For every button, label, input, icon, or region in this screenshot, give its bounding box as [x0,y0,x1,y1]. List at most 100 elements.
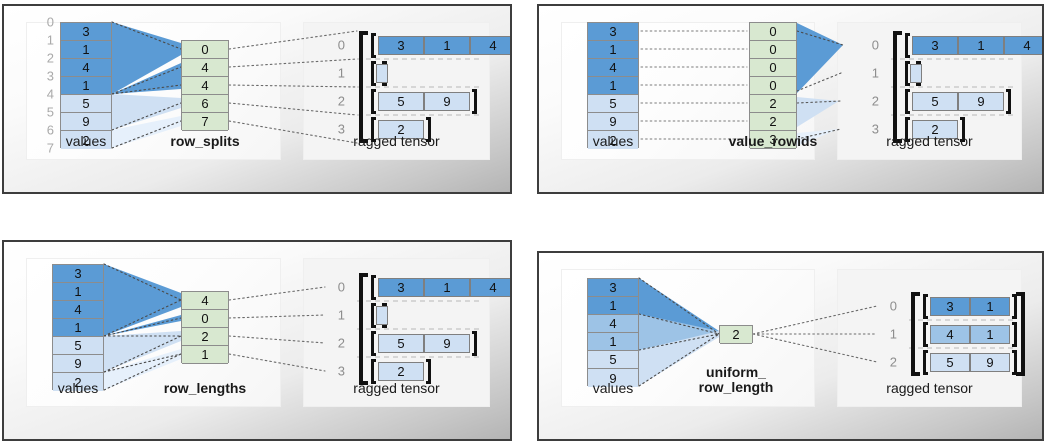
bracket-stub [960,138,965,142]
ragged-cell: 4 [470,277,510,297]
ragged-cell-empty [376,63,388,83]
value-cell: 1 [61,77,111,95]
boundary-index: 2 [46,50,54,66]
value-cell: 9 [588,113,638,131]
ragged-cell: 1 [970,296,1010,316]
ragged-tensor-label: ragged tensor [886,380,973,396]
bracket-stub [426,358,431,362]
value-cell: 5 [61,95,111,113]
bracket-stub [371,116,376,120]
bracket-stub [382,60,387,64]
ragged-row-index: 1 [871,65,879,81]
value-cell: 5 [588,351,638,369]
ragged-row: 2 [912,119,958,139]
bracket-stub [905,88,910,92]
boundary-index: 0 [46,14,54,30]
inner-bracket [923,349,1017,375]
value-cell: 4 [588,315,638,333]
bracket-stub [426,138,431,142]
ragged-row-index: 2 [337,335,345,351]
bracket-stub [1012,293,1017,297]
bracket-stub [905,60,910,64]
bracket-stub [371,296,376,300]
bracket-stub [960,116,965,120]
bracket-stub [371,324,376,328]
ragged-cell: 1 [958,35,1004,55]
bracket-stub [1012,321,1017,325]
bracket-stub [426,380,431,384]
ragged-cell: 3 [930,296,970,316]
bracket-stub [382,82,387,86]
partition-cell: 0 [750,59,796,77]
partition-cell: 0 [750,41,796,59]
boundary-index: 5 [46,104,54,120]
values-label: values [57,380,99,396]
ragged-cell: 2 [912,119,958,139]
bracket-stub [923,349,928,353]
value-cell: 2 [588,131,638,149]
ragged-cell: 5 [378,91,424,111]
bracket-stub [472,110,477,114]
ragged-row: 2 [378,119,424,139]
encoding-label-value_rowids: value_rowids [728,133,818,149]
value-cell: 1 [53,319,103,337]
ragged-tensor-label: ragged tensor [353,380,440,396]
ragged-row-index: 2 [337,93,345,109]
value-cell: 1 [53,283,103,301]
boundary-index: 4 [46,86,54,102]
partition-cell: 4 [182,77,228,95]
value-cell: 1 [588,297,638,315]
value-cell: 9 [61,113,111,131]
bracket-stub [472,352,477,356]
bracket-stub [371,138,376,142]
inner-bracket [371,116,431,142]
ragged-cell: 3 [378,277,424,297]
bracket-stub [923,321,928,325]
bracket-stub [472,88,477,92]
ragged-row-index: 1 [337,65,345,81]
inner-bracket [371,330,477,356]
bracket-stub [905,116,910,120]
bracket-stub [371,82,376,86]
ragged-cell: 5 [930,352,970,372]
bracket-stub [923,343,928,347]
partition-cell: 7 [182,113,228,131]
value-cell: 4 [61,59,111,77]
inner-bracket [371,274,510,300]
bracket-stub [371,60,376,64]
ragged-tensor-label: ragged tensor [886,133,973,149]
encoding-label-uniform_row_length: uniform_ row_length [698,364,774,396]
ragged-row-index: 0 [889,298,897,314]
bracket-stub [905,54,910,58]
ragged-row: 2 [378,361,424,381]
bracket-stub [371,32,376,36]
partition-cell: 0 [750,23,796,41]
ragged-cell-empty [376,305,388,325]
bracket-stub [371,358,376,362]
ragged-cell: 5 [912,91,958,111]
inner-bracket [905,32,1042,58]
partition-cell: 4 [182,292,228,310]
panel-row_lengths: 3141592402103141125932valuesrow_lengthsr… [2,240,512,441]
ragged-cell: 4 [470,35,510,55]
bracket-stub [1006,88,1011,92]
value-cell: 3 [588,23,638,41]
value-cell: 1 [588,77,638,95]
value-cell: 3 [588,279,638,297]
boundary-index: 7 [46,140,54,156]
ragged-row-index: 0 [337,37,345,53]
bracket-stub [371,352,376,356]
values-label: values [592,133,634,149]
outer-bracket-open [359,31,368,143]
outer-bracket-open [911,292,920,376]
ragged-row-index: 1 [337,307,345,323]
